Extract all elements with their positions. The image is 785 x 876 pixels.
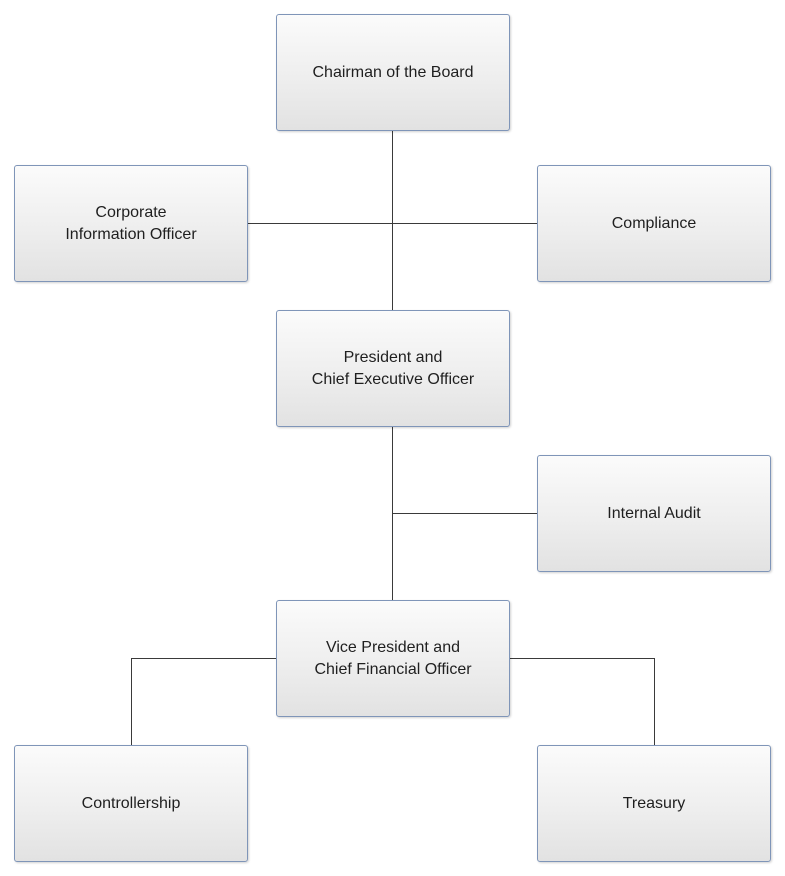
connector-internal-audit xyxy=(392,513,537,514)
node-president-and-ceo: President and Chief Executive Officer xyxy=(276,310,510,427)
node-controllership: Controllership xyxy=(14,745,248,862)
connector-chairman-to-president xyxy=(392,131,393,310)
node-label: Internal Audit xyxy=(607,504,701,522)
connector-vp-to-treasury-v xyxy=(654,658,655,745)
connector-staff-line xyxy=(248,223,537,224)
node-label: Controllership xyxy=(81,794,181,812)
node-compliance: Compliance xyxy=(537,165,771,282)
connector-vp-to-treasury-h xyxy=(509,658,655,659)
node-label: Chairman of the Board xyxy=(312,63,474,81)
node-label: Corporate Information Officer xyxy=(65,203,197,243)
connector-vp-to-controllership-h xyxy=(131,658,276,659)
node-label: President and Chief Executive Officer xyxy=(311,348,475,388)
node-internal-audit: Internal Audit xyxy=(537,455,771,572)
node-label: Treasury xyxy=(622,794,686,812)
node-label: Vice President and Chief Financial Offic… xyxy=(314,638,472,678)
node-vp-and-cfo: Vice President and Chief Financial Offic… xyxy=(276,600,510,717)
node-treasury: Treasury xyxy=(537,745,771,862)
node-corporate-information-officer: Corporate Information Officer xyxy=(14,165,248,282)
node-label: Compliance xyxy=(611,214,697,232)
node-chairman-of-the-board: Chairman of the Board xyxy=(276,14,510,131)
connector-vp-to-controllership-v xyxy=(131,658,132,745)
